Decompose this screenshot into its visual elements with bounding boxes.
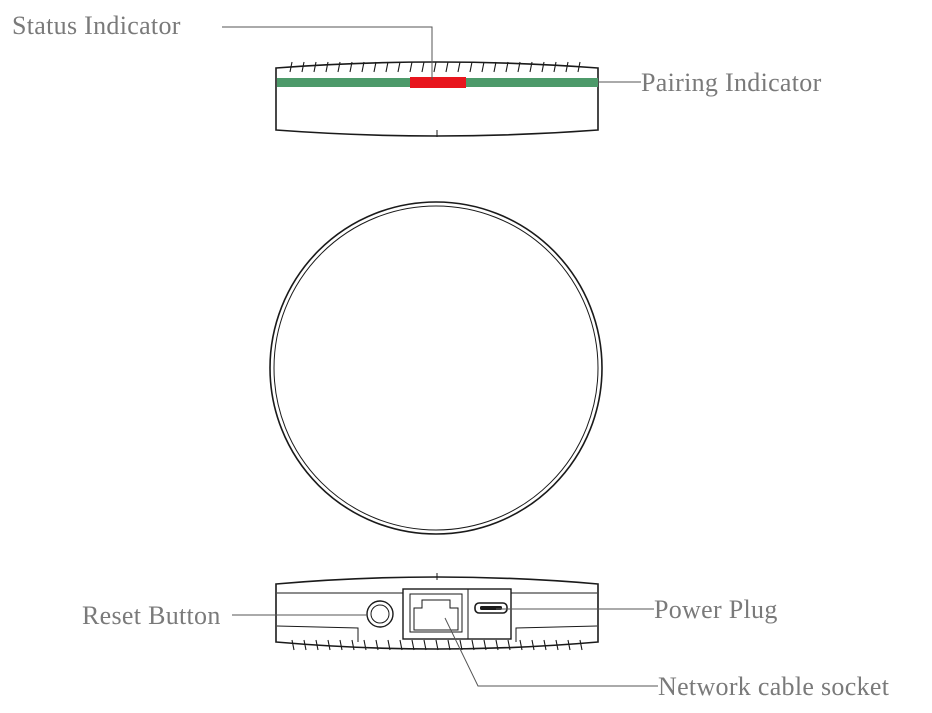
grip-tick bbox=[375, 639, 379, 651]
reset-button-label: Reset Button bbox=[82, 601, 221, 630]
grip-tick bbox=[459, 639, 463, 651]
grip-tick bbox=[505, 61, 509, 73]
grip-tick bbox=[291, 639, 295, 651]
grip-tick bbox=[579, 639, 583, 651]
grip-tick bbox=[385, 61, 389, 73]
bottom-grip-ticks bbox=[291, 639, 583, 651]
grip-tick bbox=[481, 61, 485, 73]
device-side-view-top bbox=[275, 61, 599, 137]
grip-tick bbox=[577, 61, 581, 73]
device-top-view bbox=[269, 201, 603, 535]
top-grip-ticks bbox=[289, 61, 581, 73]
grip-tick bbox=[457, 61, 461, 73]
grip-tick bbox=[447, 639, 451, 651]
grip-tick bbox=[517, 61, 521, 73]
leader-lines bbox=[222, 26, 658, 687]
grip-tick bbox=[313, 61, 317, 73]
grip-tick bbox=[445, 61, 449, 73]
grip-tick bbox=[519, 639, 523, 651]
grip-tick bbox=[435, 639, 439, 651]
grip-tick bbox=[301, 61, 305, 73]
device-outer-circle bbox=[269, 201, 603, 535]
grip-tick bbox=[567, 639, 571, 651]
grip-tick bbox=[421, 61, 425, 73]
grip-tick bbox=[423, 639, 427, 651]
grip-tick bbox=[325, 61, 329, 73]
grip-tick bbox=[493, 61, 497, 73]
grip-tick bbox=[337, 61, 341, 73]
grip-tick bbox=[339, 639, 343, 651]
grip-tick bbox=[531, 639, 535, 651]
grip-tick bbox=[543, 639, 547, 651]
side-view-top-body bbox=[275, 61, 599, 137]
grip-tick bbox=[397, 61, 401, 73]
grip-tick bbox=[363, 639, 367, 651]
grip-tick bbox=[483, 639, 487, 651]
status-indicator-leader bbox=[222, 26, 433, 80]
grip-tick bbox=[507, 639, 511, 651]
grip-tick bbox=[373, 61, 377, 73]
power-plug-label: Power Plug bbox=[654, 595, 778, 624]
device-inner-circle bbox=[273, 205, 599, 531]
grip-tick bbox=[555, 639, 559, 651]
grip-tick bbox=[409, 61, 413, 73]
grip-tick bbox=[553, 61, 557, 73]
grip-tick bbox=[289, 61, 293, 73]
grip-tick bbox=[327, 639, 331, 651]
grip-tick bbox=[565, 61, 569, 73]
grip-tick bbox=[351, 639, 355, 651]
left-ledge bbox=[276, 625, 359, 642]
device-side-view-bottom bbox=[275, 573, 599, 651]
grip-tick bbox=[433, 61, 437, 73]
network-cable-socket-label: Network cable socket bbox=[658, 672, 890, 701]
grip-tick bbox=[399, 639, 403, 651]
port-housing bbox=[402, 588, 512, 640]
network-socket-leader bbox=[444, 617, 658, 687]
reset-button-inner bbox=[370, 604, 390, 624]
grip-tick bbox=[529, 61, 533, 73]
right-ledge bbox=[515, 625, 598, 642]
grip-tick bbox=[349, 61, 353, 73]
grip-tick bbox=[495, 639, 499, 651]
status-indicator-light bbox=[410, 77, 466, 88]
grip-tick bbox=[471, 639, 475, 651]
grip-tick bbox=[469, 61, 473, 73]
grip-tick bbox=[387, 639, 391, 651]
pairing-indicator-label: Pairing Indicator bbox=[641, 68, 822, 97]
grip-tick bbox=[315, 639, 319, 651]
grip-tick bbox=[541, 61, 545, 73]
grip-tick bbox=[411, 639, 415, 651]
network-socket bbox=[409, 593, 463, 633]
status-indicator-label: Status Indicator bbox=[12, 11, 181, 40]
grip-tick bbox=[303, 639, 307, 651]
grip-tick bbox=[361, 61, 365, 73]
